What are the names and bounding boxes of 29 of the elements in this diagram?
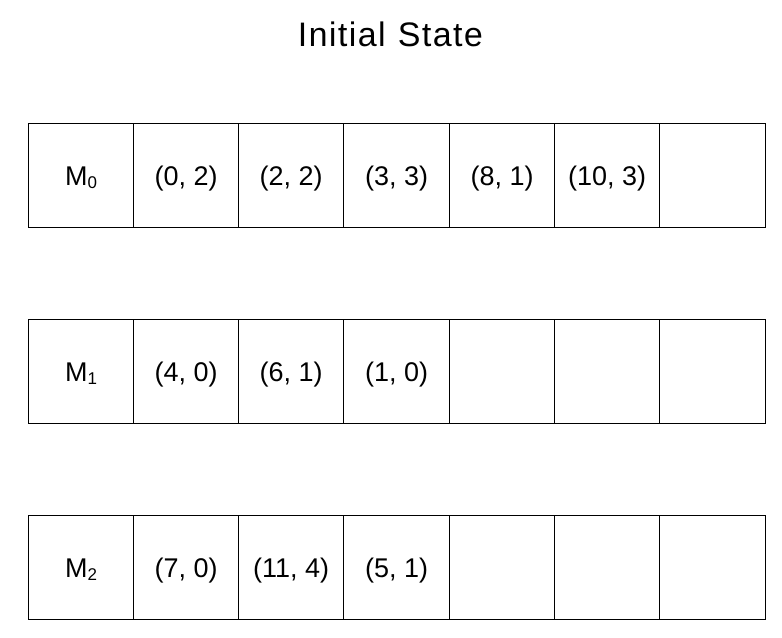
array-cell bbox=[343, 123, 450, 228]
row-header-cell bbox=[28, 123, 134, 228]
array-cell bbox=[238, 123, 344, 228]
row-label: M$_{0}$ bbox=[65, 160, 97, 192]
pair-value: (1, 0) bbox=[364, 356, 428, 388]
pair-value: (4, 0) bbox=[154, 356, 218, 388]
array-cell bbox=[133, 123, 239, 228]
pair-value: (11, 4) bbox=[252, 552, 330, 584]
array-cell bbox=[554, 123, 660, 228]
array-cell bbox=[238, 515, 344, 620]
pair-value: (8, 1) bbox=[470, 160, 534, 192]
array-cell bbox=[238, 319, 344, 424]
array-cell bbox=[343, 515, 450, 620]
array-cell bbox=[343, 319, 450, 424]
array-cell bbox=[133, 319, 239, 424]
diagram-title: Initial State bbox=[298, 16, 484, 54]
pair-value: (0, 2) bbox=[154, 160, 218, 192]
pair-value: (10, 3) bbox=[568, 160, 646, 192]
row-header-cell bbox=[28, 319, 134, 424]
array-cell bbox=[133, 515, 239, 620]
row-label: M$_{2}$ bbox=[65, 552, 97, 584]
pair-value: (5, 1) bbox=[364, 552, 428, 584]
pair-value: (3, 3) bbox=[364, 160, 428, 192]
pair-value: (7, 0) bbox=[154, 552, 218, 584]
pair-value: (2, 2) bbox=[259, 160, 323, 192]
array-cell bbox=[449, 123, 555, 228]
pair-value: (6, 1) bbox=[259, 356, 323, 388]
row-label: M$_{1}$ bbox=[65, 356, 97, 388]
row-header-cell bbox=[28, 515, 134, 620]
